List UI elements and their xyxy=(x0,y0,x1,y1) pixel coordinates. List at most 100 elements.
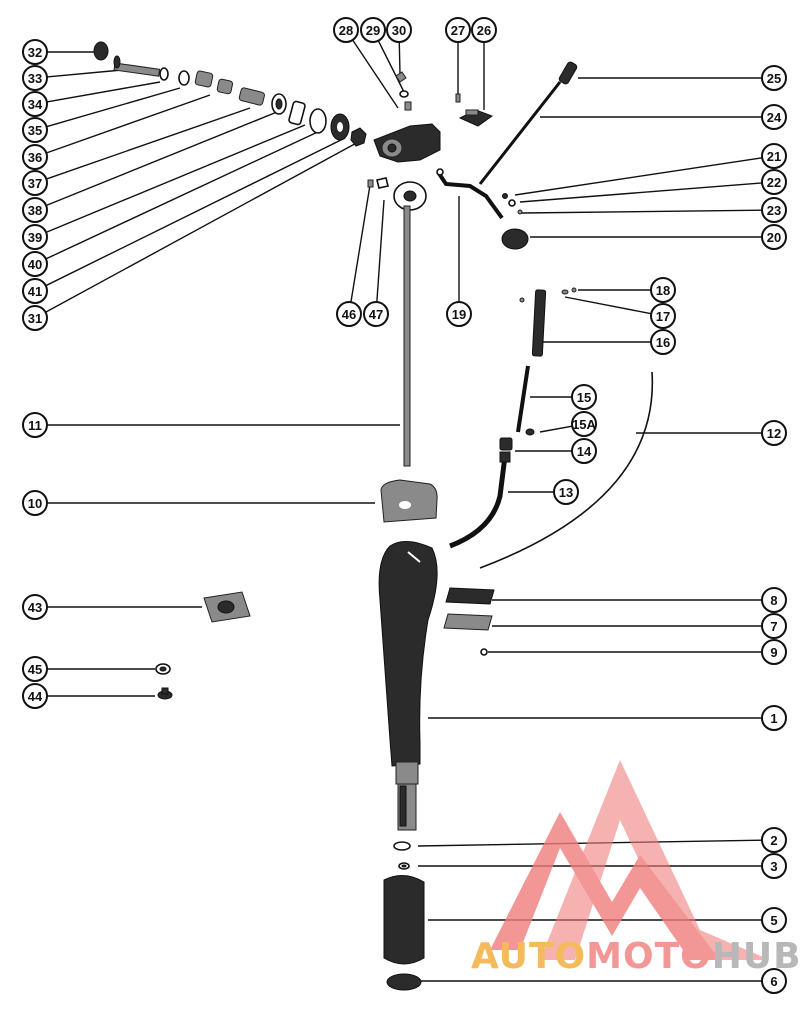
callout-circle xyxy=(761,639,787,665)
parts-drawing xyxy=(93,41,654,991)
callout-circle xyxy=(22,278,48,304)
callout-circle xyxy=(761,420,787,446)
callout-5: 5 xyxy=(761,907,787,933)
part-16-tube xyxy=(531,289,547,357)
callout-circle xyxy=(22,144,48,170)
callout-number: 13 xyxy=(559,485,573,500)
callout-number: 6 xyxy=(770,974,777,989)
callout-circle xyxy=(445,17,471,43)
callout-circle xyxy=(553,479,579,505)
callout-number: 43 xyxy=(28,600,42,615)
callout-circle xyxy=(386,17,412,43)
callout-43: 43 xyxy=(22,594,48,620)
callout-number: 25 xyxy=(767,71,781,86)
callout-39: 39 xyxy=(22,224,48,250)
leader-line-36 xyxy=(46,94,211,154)
callout-number: 15A xyxy=(572,417,596,432)
watermark-auto: AUTO xyxy=(471,936,586,977)
part-2-washer xyxy=(393,841,411,851)
callout-number: 24 xyxy=(767,110,782,125)
callout-circle xyxy=(22,305,48,331)
callout-11: 11 xyxy=(22,412,48,438)
watermark-text: AUTOMOTOHUB xyxy=(471,936,800,977)
callout-13: 13 xyxy=(553,479,579,505)
gear-disc xyxy=(393,181,427,211)
leader-line-29 xyxy=(377,40,407,97)
callout-32: 32 xyxy=(22,39,48,65)
callout-1: 1 xyxy=(761,705,787,731)
callout-circle xyxy=(22,412,48,438)
part-28-29-30-fasteners xyxy=(395,71,412,111)
callout-circle xyxy=(22,656,48,682)
callout-36: 36 xyxy=(22,144,48,170)
part-1-handle xyxy=(378,541,438,831)
part-34-washer xyxy=(159,67,169,81)
part-11-shaft xyxy=(403,205,411,467)
leader-line-17 xyxy=(564,296,652,315)
callout-9: 9 xyxy=(761,639,787,665)
callout-number: 17 xyxy=(656,309,670,324)
callout-25: 25 xyxy=(761,65,787,91)
watermark-moto: MOTO xyxy=(586,936,712,977)
callout-circle xyxy=(650,329,676,355)
callout-41: 41 xyxy=(22,278,48,304)
callout-10: 10 xyxy=(22,490,48,516)
part-12-cable xyxy=(479,371,654,569)
part-37-spacer xyxy=(238,87,265,106)
leader-line-39 xyxy=(45,124,306,234)
callout-14: 14 xyxy=(571,438,597,464)
callout-8: 8 xyxy=(761,587,787,613)
part-38-washer xyxy=(271,93,287,115)
callout-number: 18 xyxy=(656,283,670,298)
callout-number: 34 xyxy=(28,97,43,112)
callout-3: 3 xyxy=(761,853,787,879)
part-27-screw xyxy=(455,93,461,103)
part-44-knob xyxy=(157,687,173,700)
callout-30: 30 xyxy=(386,17,412,43)
leader-line-46 xyxy=(350,184,371,303)
callout-circle xyxy=(761,65,787,91)
part-3-nut xyxy=(398,862,410,870)
callout-number: 27 xyxy=(451,23,465,38)
callout-24: 24 xyxy=(761,104,787,130)
callout-number: 47 xyxy=(369,307,383,322)
callout-38: 38 xyxy=(22,197,48,223)
callout-number: 41 xyxy=(28,284,42,299)
callout-circle xyxy=(761,705,787,731)
callout-7: 7 xyxy=(761,613,787,639)
callout-15a: 15A xyxy=(571,411,597,437)
callout-16: 16 xyxy=(650,329,676,355)
callout-33: 33 xyxy=(22,65,48,91)
callout-number: 2 xyxy=(770,833,777,848)
part-47-bracket xyxy=(376,177,389,189)
leader-line-23 xyxy=(521,209,763,214)
leader-line-34 xyxy=(46,81,161,103)
callout-circle xyxy=(22,65,48,91)
leader-lines xyxy=(45,39,763,982)
part-10-block xyxy=(380,479,438,523)
callout-number: 10 xyxy=(28,496,42,511)
watermark-logo-icon xyxy=(490,760,770,960)
part-9-screw xyxy=(480,648,488,656)
part-26-block xyxy=(458,109,494,127)
callout-number: 26 xyxy=(477,23,491,38)
part-6-cap xyxy=(386,973,422,991)
callout-27: 27 xyxy=(445,17,471,43)
callout-circle xyxy=(360,17,386,43)
callout-26: 26 xyxy=(471,17,497,43)
callout-circle xyxy=(571,384,597,410)
leader-line-30 xyxy=(398,41,401,75)
callout-number: 38 xyxy=(28,203,42,218)
callout-44: 44 xyxy=(22,683,48,709)
callout-number: 37 xyxy=(28,176,42,191)
part-40-washer xyxy=(309,108,327,134)
callout-circle xyxy=(22,490,48,516)
callout-12: 12 xyxy=(761,420,787,446)
callout-circle xyxy=(761,143,787,169)
part-20-grommet xyxy=(501,228,529,250)
leader-line-41 xyxy=(45,137,346,287)
callout-number: 21 xyxy=(767,149,781,164)
callout-circle xyxy=(761,827,787,853)
callout-number: 40 xyxy=(28,257,42,272)
